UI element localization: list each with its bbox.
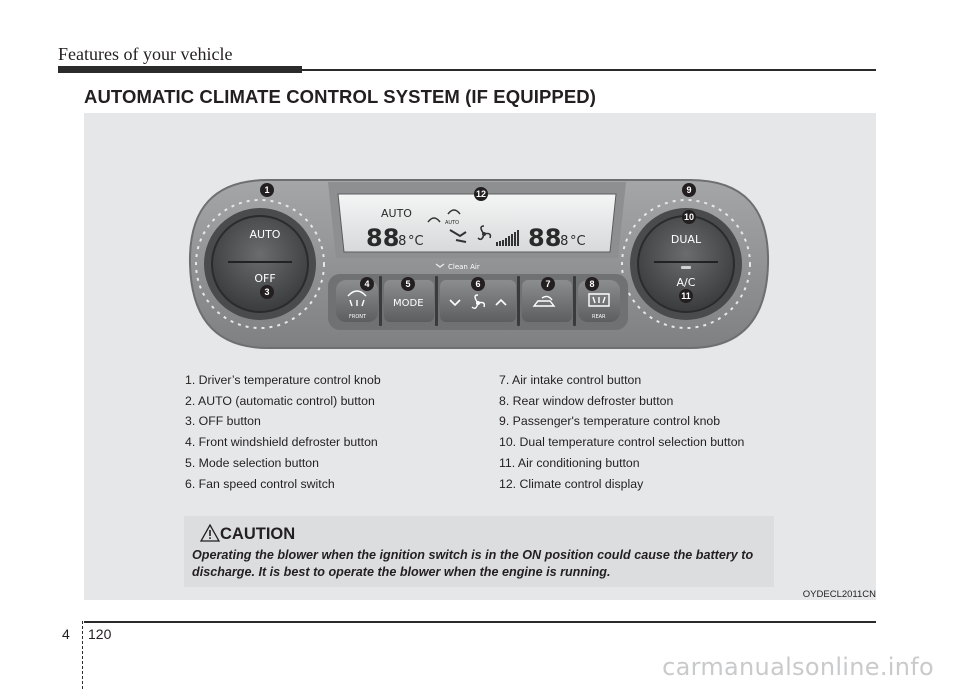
legend-item: 2. AUTO (automatic control) button (185, 393, 375, 408)
display-mode: AUTO (381, 207, 412, 220)
climate-control-illustration: AUTO OFF DUAL A/C AUTO 88 .8 °C 88 .8 °C… (188, 179, 770, 349)
rear-label: REAR (592, 314, 606, 320)
legend-item: 10. Dual temperature control selection b… (499, 435, 745, 450)
mode-button (384, 280, 434, 322)
callout-12: 12 (474, 187, 488, 201)
svg-text:6: 6 (475, 279, 480, 289)
callout-8: 8 (585, 277, 599, 291)
display-right-temp: 88 (528, 224, 561, 252)
auto-button-label: AUTO (250, 228, 281, 241)
svg-text:5: 5 (405, 279, 410, 289)
car-recirc-icon (532, 295, 556, 307)
display-auto-defrost-icon (447, 209, 461, 215)
svg-text:12: 12 (476, 189, 486, 199)
header-rule-thin (302, 69, 876, 71)
callout-9: 9 (682, 183, 696, 197)
off-button-label: OFF (254, 272, 275, 285)
legend-item: 9. Passenger's temperature control knob (499, 414, 721, 429)
callout-3: 3 (260, 285, 274, 299)
legend-item: 6. Fan speed control switch (185, 476, 335, 491)
display-left-unit: °C (408, 234, 424, 249)
warning-triangle-icon (200, 524, 220, 542)
caution-text: Operating the blower when the ignition s… (192, 548, 754, 579)
callout-4: 4 (360, 277, 374, 291)
display-fan-icon (477, 225, 492, 241)
legend-item: 12. Climate control display (499, 476, 644, 491)
svg-text:1: 1 (264, 185, 269, 195)
legend-item: 11. Air conditioning button (499, 455, 640, 470)
driver-temp-knob: AUTO OFF (195, 199, 325, 329)
clean-air-label: Clean Air (448, 263, 480, 271)
fan-icon (471, 294, 486, 310)
header-rule-thick (58, 66, 302, 73)
legend-item: 5. Mode selection button (185, 455, 319, 470)
display-left-decimal: .8 (394, 234, 406, 249)
svg-text:9: 9 (686, 185, 691, 195)
svg-text:4: 4 (364, 279, 369, 289)
callout-11: 11 (679, 289, 693, 303)
display-vent-icon (449, 229, 467, 243)
front-defrost-icon (347, 290, 367, 307)
section-title: AUTOMATIC CLIMATE CONTROL SYSTEM (IF EQU… (84, 86, 596, 107)
legend-item: 7. Air intake control button (499, 373, 642, 387)
legend-item: 8. Rear window defroster button (499, 393, 674, 408)
mode-label: MODE (393, 298, 424, 309)
running-header: Features of your vehicle (58, 44, 233, 64)
watermark: carmanualsonline.info (662, 653, 934, 681)
display-right-unit: °C (570, 234, 586, 249)
callout-6: 6 (471, 277, 485, 291)
footer-divider (82, 621, 83, 689)
ac-button-label: A/C (677, 276, 696, 289)
display-fan-speed-bars (496, 230, 519, 246)
caution-box (184, 516, 774, 587)
display-defrost-icon (427, 217, 441, 223)
display-right-decimal: .8 (556, 234, 568, 249)
page-number: 120 (88, 626, 112, 642)
clean-air-icon (435, 263, 445, 268)
chapter-number: 4 (62, 626, 70, 642)
callout-10: 10 (682, 210, 696, 224)
legend-item: 1. Driver’s temperature control knob (185, 373, 381, 387)
fan-down-icon (449, 299, 461, 307)
legend-item: 3. OFF button (185, 414, 261, 429)
climate-display: AUTO 88 .8 °C 88 .8 °C AUTO (337, 193, 617, 253)
display-auto-small: AUTO (445, 220, 459, 226)
callout-1: 1 (260, 183, 274, 197)
legend-item: 4. Front windshield defroster button (185, 435, 378, 450)
legend-right-column: 7. Air intake control button 8. Rear win… (499, 370, 744, 494)
callout-5: 5 (401, 277, 415, 291)
svg-text:7: 7 (545, 279, 550, 289)
dual-button-label: DUAL (671, 233, 702, 246)
svg-text:3: 3 (264, 287, 269, 297)
figure-code: OYDECL2011CN (802, 589, 876, 600)
passenger-temp-knob: DUAL A/C (621, 199, 751, 329)
footer-rule (84, 621, 876, 623)
rear-defrost-icon (588, 293, 610, 307)
display-left-temp: 88 (366, 224, 399, 252)
legend-left-column: 1. Driver’s temperature control knob 2. … (185, 370, 381, 494)
fan-up-icon (495, 298, 507, 306)
callout-7: 7 (541, 277, 555, 291)
caution-title: CAUTION (220, 525, 296, 543)
svg-text:8: 8 (589, 279, 594, 289)
front-label: FRONT (349, 314, 367, 320)
svg-text:10: 10 (684, 212, 694, 222)
svg-text:11: 11 (681, 291, 691, 301)
